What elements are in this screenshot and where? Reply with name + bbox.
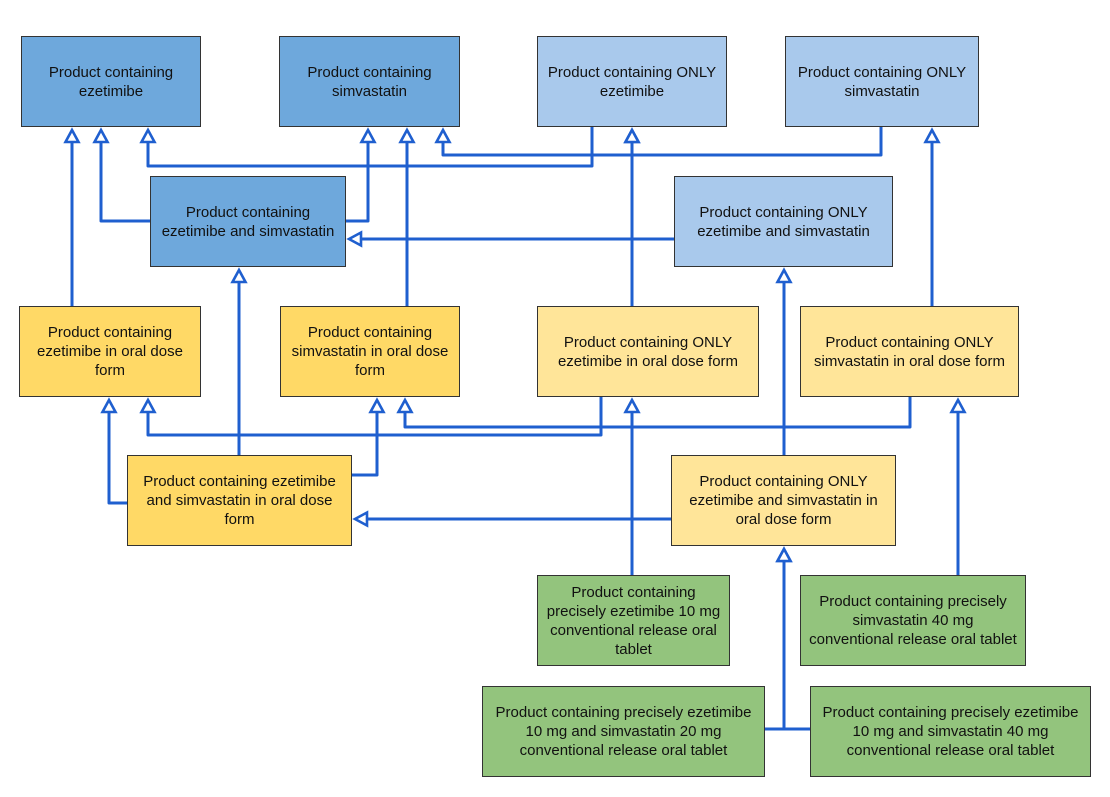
edge-n7-to-n1-arrowhead xyxy=(63,127,81,144)
node-n13-label: Product containing precisely ezetimibe 1… xyxy=(546,583,721,658)
edge-n9-to-n3 xyxy=(623,127,641,308)
edge-n10-to-n8-line xyxy=(403,395,912,429)
edge-n4-to-n2-arrowhead xyxy=(434,127,452,144)
node-n3-label: Product containing ONLY ezetimibe xyxy=(547,64,717,100)
node-n15: Product containing precisely ezetimibe 1… xyxy=(482,686,765,777)
edge-n6-to-n5 xyxy=(346,230,676,248)
edge-n12-to-n11-arrowhead xyxy=(352,510,369,528)
edge-n9-to-n7 xyxy=(139,395,603,437)
edge-n9-to-n3-arrowhead xyxy=(623,127,641,144)
edge-n8-to-n2-arrowhead xyxy=(398,127,416,144)
node-n9-label: Product containing ONLY ezetimibe in ora… xyxy=(557,333,739,370)
edge-n15-to-n12-line xyxy=(763,559,786,731)
node-n11: Product containing ezetimibe and simvast… xyxy=(127,455,352,546)
node-n11-label: Product containing ezetimibe and simvast… xyxy=(143,473,336,528)
node-n5: Product containing ezetimibe and simvast… xyxy=(150,176,346,267)
edge-n6-to-n5-arrowhead xyxy=(346,230,363,248)
edge-n11-to-n7 xyxy=(100,397,129,505)
edge-n4-to-n2 xyxy=(434,125,883,157)
node-n8-label: Product containing simvastatin in oral d… xyxy=(291,324,449,379)
node-n7: Product containing ezetimibe in oral dos… xyxy=(19,306,201,397)
edge-n9-to-n7-line xyxy=(146,395,603,437)
edge-n16-to-n12-arrowhead xyxy=(775,546,793,563)
node-n6: Product containing ONLY ezetimibe and si… xyxy=(674,176,893,267)
node-n5-label: Product containing ezetimibe and simvast… xyxy=(161,203,335,240)
node-n12-label: Product containing ONLY ezetimibe and si… xyxy=(689,473,878,528)
edge-n11-to-n5-arrowhead xyxy=(230,267,248,284)
node-n9: Product containing ONLY ezetimibe in ora… xyxy=(537,306,759,397)
edge-n13-to-n9 xyxy=(623,397,641,577)
edge-n11-to-n7-line xyxy=(107,410,129,505)
node-n12: Product containing ONLY ezetimibe and si… xyxy=(671,455,896,546)
edge-n11-to-n8-line xyxy=(350,410,379,477)
edge-n10-to-n8 xyxy=(396,395,912,429)
node-n1: Product containing ezetimibe xyxy=(21,36,201,127)
edge-n11-to-n8-arrowhead xyxy=(368,397,386,414)
edge-n10-to-n4 xyxy=(923,127,941,308)
node-n16: Product containing precisely ezetimibe 1… xyxy=(810,686,1091,777)
node-n3: Product containing ONLY ezetimibe xyxy=(537,36,727,127)
edge-n3-to-n1 xyxy=(139,125,594,168)
edge-n10-to-n8-arrowhead xyxy=(396,397,414,414)
edge-n9-to-n7-arrowhead xyxy=(139,397,157,414)
edge-n3-to-n1-line xyxy=(146,125,594,168)
edge-n16-to-n12 xyxy=(775,546,812,731)
edge-n5-to-n1 xyxy=(92,127,152,223)
edge-n11-to-n7-arrowhead xyxy=(100,397,118,414)
edge-n11-to-n8 xyxy=(350,397,386,477)
edge-n4-to-n2-line xyxy=(441,125,883,157)
edge-n8-to-n2 xyxy=(398,127,416,308)
node-n1-label: Product containing ezetimibe xyxy=(48,64,174,100)
node-n8: Product containing simvastatin in oral d… xyxy=(280,306,460,397)
edge-n13-to-n9-arrowhead xyxy=(623,397,641,414)
edge-n16-to-n12-line xyxy=(782,559,812,731)
node-n7-label: Product containing ezetimibe in oral dos… xyxy=(37,324,183,379)
edge-n5-to-n1-arrowhead xyxy=(92,127,110,144)
node-n13: Product containing precisely ezetimibe 1… xyxy=(537,575,730,666)
edge-n14-to-n10 xyxy=(949,397,967,577)
node-n10: Product containing ONLY simvastatin in o… xyxy=(800,306,1019,397)
node-n16-label: Product containing precisely ezetimibe 1… xyxy=(822,704,1079,759)
node-n14: Product containing precisely simvastatin… xyxy=(800,575,1026,666)
edge-n5-to-n2-line xyxy=(344,140,370,223)
node-n10-label: Product containing ONLY simvastatin in o… xyxy=(814,333,1005,370)
edge-n5-to-n2 xyxy=(344,127,377,223)
edge-n12-to-n6-arrowhead xyxy=(775,267,793,284)
edge-n5-to-n2-arrowhead xyxy=(359,127,377,144)
edge-n10-to-n4-arrowhead xyxy=(923,127,941,144)
edge-n5-to-n1-line xyxy=(99,140,152,223)
node-n14-label: Product containing precisely simvastatin… xyxy=(809,593,1017,648)
edge-n12-to-n11 xyxy=(352,510,673,528)
edge-n15-to-n12 xyxy=(763,546,793,731)
node-n4-label: Product containing ONLY simvastatin xyxy=(797,64,967,100)
node-n15-label: Product containing precisely ezetimibe 1… xyxy=(495,704,752,759)
node-n6-label: Product containing ONLY ezetimibe and si… xyxy=(697,203,870,240)
edge-n12-to-n6 xyxy=(775,267,793,457)
edge-n11-to-n5 xyxy=(230,267,248,457)
node-n4: Product containing ONLY simvastatin xyxy=(785,36,979,127)
edge-n3-to-n1-arrowhead xyxy=(139,127,157,144)
node-n2: Product containing simvastatin xyxy=(279,36,460,127)
edge-n14-to-n10-arrowhead xyxy=(949,397,967,414)
edge-n7-to-n1 xyxy=(63,127,81,308)
node-n2-label: Product containing simvastatin xyxy=(307,64,432,100)
